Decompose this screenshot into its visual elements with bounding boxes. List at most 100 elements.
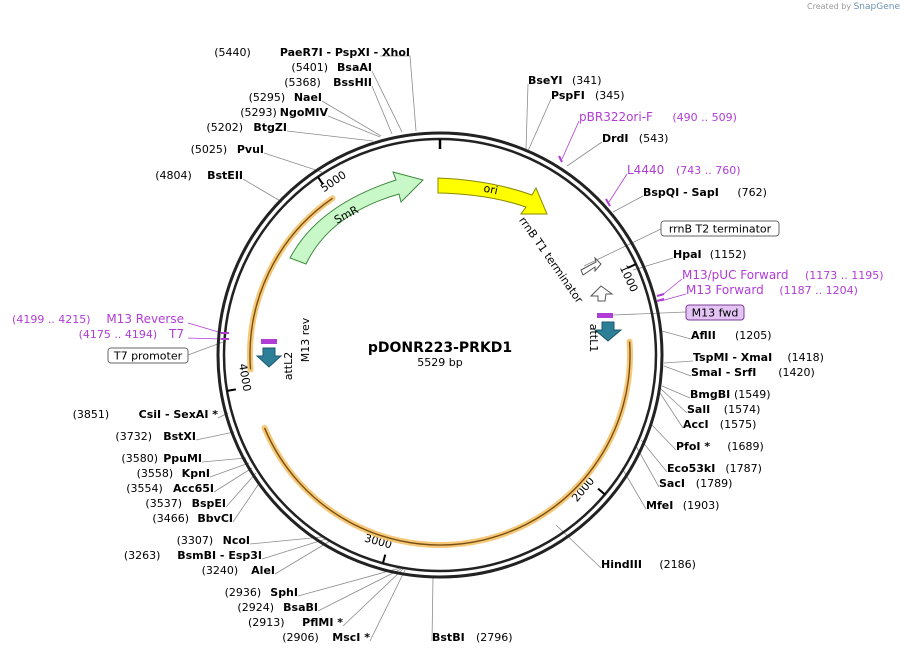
leader-line	[327, 115, 381, 138]
site-bsabi[interactable]: BsaBI	[283, 601, 318, 614]
site-bspqi-sapi[interactable]: BspQI - SapI	[643, 186, 719, 199]
site-ppumi[interactable]: PpuMI	[163, 452, 202, 465]
site-alei[interactable]: AleI	[251, 564, 275, 577]
site-position: (2796)	[476, 631, 513, 644]
leader-line	[209, 462, 250, 478]
label-box-t7-promoter[interactable]	[107, 347, 189, 364]
site-name: BsmBI - Esp3I	[177, 549, 262, 562]
leader-line	[249, 536, 323, 545]
primer-range: (1187 .. 1204)	[779, 284, 858, 297]
primer-leader	[608, 173, 628, 203]
site-bmgbi[interactable]: BmgBI	[690, 388, 730, 401]
site-position: (1420)	[778, 366, 815, 379]
primer-range: (4175 .. 4194)	[79, 328, 158, 341]
attl2-feature[interactable]	[255, 347, 283, 368]
attl1-primer-mark	[597, 313, 613, 318]
site-bsshii[interactable]: BssHII	[333, 76, 372, 89]
primer-pbr322ori-f[interactable]: pBR322ori-F	[579, 110, 653, 124]
leader-line	[661, 330, 692, 340]
site-bspei[interactable]: BspEI	[192, 497, 226, 510]
site-position: (2186)	[659, 558, 696, 571]
site-name: PaeR7I - PspXI - XhoI	[280, 46, 410, 59]
leader-line	[263, 152, 323, 173]
primer-leader	[187, 322, 223, 334]
primer-leader	[660, 293, 687, 302]
leader-line	[566, 141, 603, 167]
leader-line	[663, 360, 694, 364]
attl2-primer-mark	[261, 339, 277, 344]
leader-line	[640, 439, 668, 473]
site-bsmbi-esp3i[interactable]: BsmBI - Esp3I	[177, 549, 262, 562]
site-eco53ki[interactable]: Eco53kI	[667, 462, 715, 475]
leader-line	[380, 55, 417, 132]
site-acci[interactable]: AccI	[683, 418, 709, 431]
site-pspfi[interactable]: PspFI	[551, 89, 585, 102]
site-drdi[interactable]: DrdI	[602, 132, 629, 145]
primer-range: (4199 .. 4215)	[12, 313, 91, 326]
l4440-mark	[605, 198, 611, 207]
site-ngomiv[interactable]: NgoMIV	[280, 106, 329, 119]
primer-l4440[interactable]: L4440	[627, 163, 664, 177]
site-name: BstXI	[163, 430, 196, 443]
site-name: BssHII	[333, 76, 372, 89]
site-smai-srfi[interactable]: SmaI - SrfI	[691, 366, 756, 379]
site-bbvci[interactable]: BbvCI	[197, 512, 233, 525]
primer-range: (1173 .. 1195)	[805, 269, 884, 282]
leader-line	[274, 540, 331, 575]
site-bsteii[interactable]: BstEII	[207, 169, 243, 182]
site-bseyi[interactable]: BseYI	[528, 74, 562, 87]
site-position: (3851)	[73, 408, 110, 421]
tick-5000	[317, 176, 324, 185]
site-position: (5202)	[206, 121, 243, 134]
site-position: (2906)	[282, 631, 319, 644]
tick-2000	[597, 487, 606, 496]
leader-line	[525, 83, 529, 151]
site-bsaai[interactable]: BsaAI	[337, 61, 372, 74]
site-tspmi-xmai[interactable]: TspMI - XmaI	[693, 351, 772, 364]
site-name: PvuI	[237, 143, 264, 156]
site-csii-sexai[interactable]: CsiI - SexAI *	[139, 408, 219, 421]
site-position: (345)	[595, 89, 625, 102]
ori-label: ori	[482, 182, 499, 198]
site-position: (1205)	[735, 329, 772, 342]
leader-line	[661, 385, 691, 399]
site-hpai[interactable]: HpaI	[673, 248, 702, 261]
site-position: (5025)	[191, 143, 228, 156]
site-name: SphI	[270, 586, 298, 599]
label-box-m13-fwd[interactable]	[685, 304, 745, 321]
site-sphi[interactable]: SphI	[270, 586, 298, 599]
primer-m13-reverse[interactable]: M13 Reverse	[106, 312, 184, 326]
site-naei[interactable]: NaeI	[294, 91, 322, 104]
primer-m13-puc-forward[interactable]: M13/pUC Forward	[682, 268, 789, 282]
site-pflmi[interactable]: PflMI *	[302, 616, 343, 629]
label-box-rrnb-t2-terminator[interactable]	[660, 220, 780, 237]
site-pfoi[interactable]: PfoI *	[676, 440, 710, 453]
site-btgzi[interactable]: BtgZI	[253, 121, 287, 134]
site-aflii[interactable]: AflII	[691, 329, 716, 342]
ori-feature[interactable]	[437, 177, 548, 215]
primer-m13-forward[interactable]: M13 Forward	[686, 283, 764, 297]
leader-line	[650, 423, 677, 451]
site-ncoi[interactable]: NcoI	[223, 534, 250, 547]
site-bstbi[interactable]: BstBI	[432, 631, 465, 644]
site-position: (5295)	[249, 91, 286, 104]
site-saci[interactable]: SacI	[659, 477, 685, 490]
primer-t7[interactable]: T7	[168, 327, 184, 341]
site-sali[interactable]: SalI	[687, 403, 710, 416]
site-paer7i-pspxi-xhoi[interactable]: PaeR7I - PspXI - XhoI	[280, 46, 410, 59]
site-hindiii[interactable]: HindIII	[601, 558, 642, 571]
primer-range: (490 .. 509)	[672, 111, 737, 124]
site-position: (2924)	[237, 601, 274, 614]
site-msci[interactable]: MscI *	[332, 631, 370, 644]
site-kpni[interactable]: KpnI	[182, 467, 210, 480]
site-labels: PaeR7I - PspXI - XhoI(5440)BsaAI(5401)Bs…	[12, 46, 884, 644]
site-bstxi[interactable]: BstXI	[163, 430, 196, 443]
site-name: NgoMIV	[280, 106, 329, 119]
site-pvui[interactable]: PvuI	[237, 143, 264, 156]
site-position: (5293)	[240, 106, 277, 119]
site-acc65i[interactable]: Acc65I	[173, 482, 214, 495]
attl1-feature[interactable]	[593, 321, 623, 342]
site-name: PflMI *	[302, 616, 343, 629]
site-mfei[interactable]: MfeI	[646, 499, 673, 512]
smr-feature[interactable]	[289, 171, 424, 265]
